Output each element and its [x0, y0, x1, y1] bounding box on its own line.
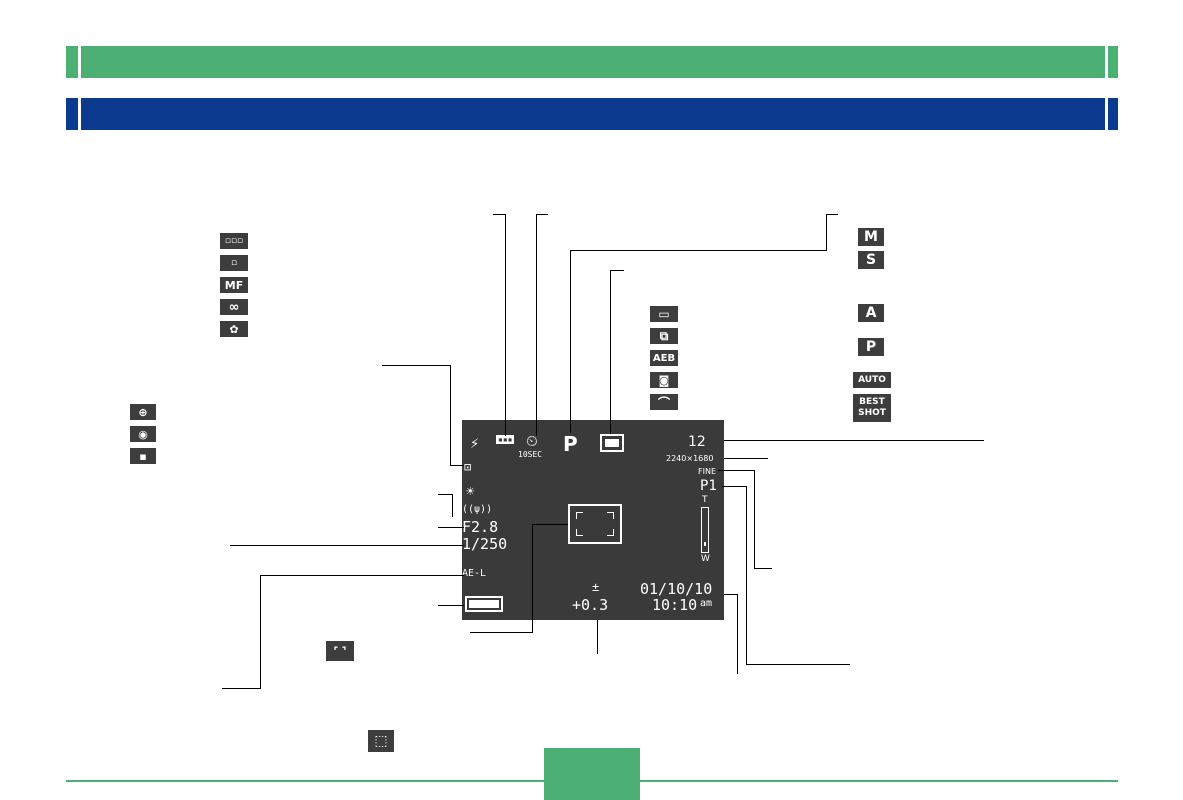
bar-notch-right	[1105, 98, 1108, 130]
leader-line	[610, 270, 611, 434]
focus-auto-icon: ▫▫▫	[220, 233, 248, 249]
leader-line	[532, 524, 568, 525]
leader-line	[724, 440, 984, 441]
flash-icon: ⚡	[470, 434, 480, 452]
leader-line	[450, 465, 464, 466]
leader-line	[536, 214, 537, 436]
leader-line	[505, 214, 506, 436]
bar-notch-right	[1105, 46, 1108, 78]
exposure-compensation-icon: ±	[592, 580, 600, 594]
image-quality: FINE	[698, 467, 716, 476]
header-green-bar	[66, 46, 1118, 78]
leader-line	[746, 664, 850, 665]
date-display: 01/10/10	[640, 580, 713, 598]
drive-multi-icon: ◙	[650, 372, 678, 388]
battery-icon	[465, 596, 503, 612]
metering-multi-icon: ⊕	[130, 404, 156, 420]
bar-notch-left	[78, 46, 81, 78]
zoom-tele-label: T	[702, 495, 708, 505]
leader-line	[754, 568, 772, 569]
focus-mode-icon: ▪▪▪	[496, 435, 515, 444]
leader-line	[826, 214, 827, 251]
image-resolution: 2240×1680	[666, 454, 714, 463]
leader-line	[597, 620, 598, 654]
frame-corner	[576, 529, 583, 536]
recording-mode: P	[563, 432, 578, 456]
metering-icon: ⊡	[464, 460, 472, 474]
monitor-screen: ⚡ ▪▪▪ ⏲ 10SEC P 12 2240×1680 FINE P1 T W…	[462, 420, 724, 620]
focus-frame	[568, 504, 622, 544]
leader-line	[230, 545, 464, 546]
page-tab	[544, 748, 640, 800]
leader-line	[570, 250, 826, 251]
mode-manual-icon: M	[858, 228, 884, 246]
leader-line	[610, 270, 624, 271]
shutter-speed: 1/250	[462, 535, 508, 553]
mode-auto-icon: AUTO	[853, 372, 891, 388]
leader-line	[450, 365, 451, 465]
leader-line	[724, 594, 738, 595]
white-balance-icon: ☀	[466, 484, 475, 500]
focus-frame-icon: ⌜ ⌝	[326, 641, 354, 661]
leader-line	[826, 214, 838, 215]
ampm-display: am	[700, 598, 713, 609]
metering-center-icon: ◉	[130, 426, 156, 442]
mode-shutter-icon: S	[858, 251, 884, 269]
bar-notch-left	[78, 98, 81, 130]
leader-line	[724, 458, 768, 459]
mode-program-icon: P	[858, 338, 884, 356]
leader-line	[746, 486, 747, 664]
leader-line	[493, 214, 505, 215]
leader-line	[532, 524, 533, 632]
battery-fill	[469, 600, 499, 608]
anti-shake-icon: ((ψ))	[462, 504, 493, 515]
leader-line	[737, 594, 738, 674]
leader-line	[222, 688, 261, 689]
zoom-wide-label: W	[701, 554, 710, 564]
drive-single-icon: ▭	[650, 306, 678, 322]
focus-manual-icon: MF	[220, 277, 248, 293]
leader-line	[754, 470, 755, 568]
leader-line	[722, 486, 746, 487]
drive-panorama-icon: ⌒	[650, 394, 678, 410]
drive-mode-fill	[605, 439, 619, 447]
remaining-shots: 12	[688, 434, 706, 450]
frame-corner	[576, 512, 583, 519]
leader-line	[570, 250, 571, 433]
leader-line	[438, 527, 464, 528]
aperture-value: F2.8	[462, 518, 499, 536]
zoom-bar	[701, 507, 709, 553]
focus-macro-icon: ✿	[220, 321, 248, 337]
leader-line	[536, 214, 548, 215]
self-timer-icon: ⏲	[526, 432, 538, 450]
leader-line	[260, 575, 464, 576]
mode-bestshot-icon: BEST SHOT	[853, 394, 891, 422]
time-display: 10:10	[652, 596, 698, 614]
leader-line	[382, 365, 450, 366]
ae-lock: AE-L	[462, 568, 487, 579]
focus-spot-icon: ▫	[220, 255, 248, 271]
leader-line	[438, 605, 464, 606]
leader-line	[438, 494, 453, 517]
header-blue-bar	[66, 98, 1118, 130]
leader-line	[260, 575, 261, 688]
drive-aeb-icon: AEB	[650, 350, 678, 366]
zoom-bar-marker	[704, 542, 706, 546]
frame-corner	[607, 529, 614, 536]
drive-mode-indicator	[600, 434, 624, 452]
tilt-icon: ⬚	[368, 730, 394, 752]
frame-corner	[607, 512, 614, 519]
mode-aperture-icon: A	[858, 304, 884, 322]
leader-line	[718, 470, 754, 471]
metering-spot-icon: ▪	[130, 448, 156, 464]
focus-infinity-icon: ∞	[220, 299, 248, 315]
self-timer-label: 10SEC	[518, 450, 543, 459]
exposure-compensation-value: +0.3	[572, 596, 609, 614]
leader-line	[470, 632, 533, 633]
drive-continuous-icon: ⧉	[650, 328, 678, 344]
program-shift: P1	[700, 478, 717, 494]
